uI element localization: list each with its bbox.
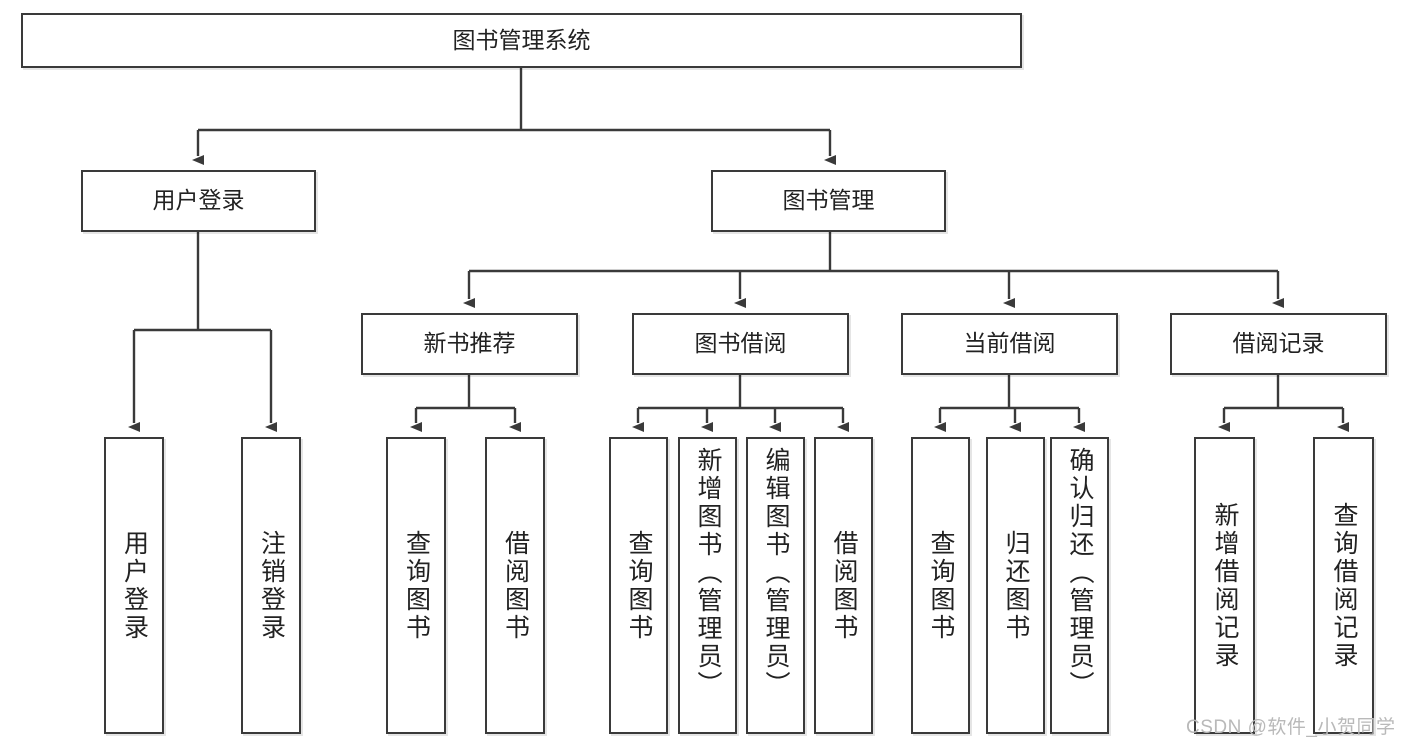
- node-leaf-query-book-recommend-label: 查询图书: [402, 529, 431, 642]
- node-new-book-recommend[interactable]: 新书推荐: [361, 313, 578, 375]
- node-leaf-confirm-return-admin[interactable]: 确认归还（管理员）: [1050, 437, 1109, 734]
- node-book-management[interactable]: 图书管理: [711, 170, 946, 232]
- node-root[interactable]: 图书管理系统: [21, 13, 1022, 68]
- node-leaf-borrow-book-recommend[interactable]: 借阅图书: [485, 437, 545, 734]
- node-root-label: 图书管理系统: [452, 26, 591, 53]
- node-borrow-record-label: 借阅记录: [1232, 330, 1325, 357]
- node-leaf-confirm-return-admin-label: 确认归还（管理员）: [1066, 447, 1094, 699]
- node-leaf-edit-book-admin-label: 编辑图书（管理员）: [762, 447, 790, 699]
- node-leaf-user-logout[interactable]: 注销登录: [241, 437, 301, 734]
- node-leaf-user-login[interactable]: 用户登录: [104, 437, 164, 734]
- node-leaf-user-logout-label: 注销登录: [257, 529, 286, 642]
- node-leaf-edit-book-admin[interactable]: 编辑图书（管理员）: [746, 437, 805, 734]
- node-leaf-add-borrow-record[interactable]: 新增借阅记录: [1194, 437, 1255, 734]
- node-leaf-borrow-book-recommend-label: 借阅图书: [501, 529, 530, 642]
- node-book-borrow[interactable]: 图书借阅: [632, 313, 849, 375]
- node-leaf-query-borrow-record[interactable]: 查询借阅记录: [1313, 437, 1374, 734]
- node-leaf-add-borrow-record-label: 新增借阅记录: [1211, 501, 1239, 670]
- node-current-borrow-label: 当前借阅: [963, 330, 1056, 357]
- node-user-login-label: 用户登录: [152, 187, 245, 214]
- node-leaf-query-borrow-record-label: 查询借阅记录: [1330, 501, 1358, 670]
- csdn-watermark: CSDN @软件_小贺同学: [1186, 717, 1396, 738]
- node-leaf-return-book-label: 归还图书: [1002, 529, 1030, 642]
- node-leaf-add-book-admin-label: 新增图书（管理员）: [694, 447, 722, 699]
- node-leaf-add-book-admin[interactable]: 新增图书（管理员）: [678, 437, 737, 734]
- node-leaf-query-book-current[interactable]: 查询图书: [911, 437, 970, 734]
- node-leaf-query-book-current-label: 查询图书: [927, 529, 955, 642]
- node-leaf-borrow-book-label: 借阅图书: [830, 529, 858, 642]
- node-new-book-recommend-label: 新书推荐: [423, 330, 516, 357]
- node-book-borrow-label: 图书借阅: [694, 330, 787, 357]
- node-leaf-query-book-borrow-label: 查询图书: [625, 529, 653, 642]
- node-leaf-borrow-book[interactable]: 借阅图书: [814, 437, 873, 734]
- node-leaf-query-book-borrow[interactable]: 查询图书: [609, 437, 668, 734]
- node-book-management-label: 图书管理: [782, 187, 875, 214]
- node-leaf-query-book-recommend[interactable]: 查询图书: [386, 437, 446, 734]
- node-leaf-user-login-label: 用户登录: [120, 529, 149, 642]
- node-borrow-record[interactable]: 借阅记录: [1170, 313, 1387, 375]
- node-current-borrow[interactable]: 当前借阅: [901, 313, 1118, 375]
- node-leaf-return-book[interactable]: 归还图书: [986, 437, 1045, 734]
- node-user-login[interactable]: 用户登录: [81, 170, 316, 232]
